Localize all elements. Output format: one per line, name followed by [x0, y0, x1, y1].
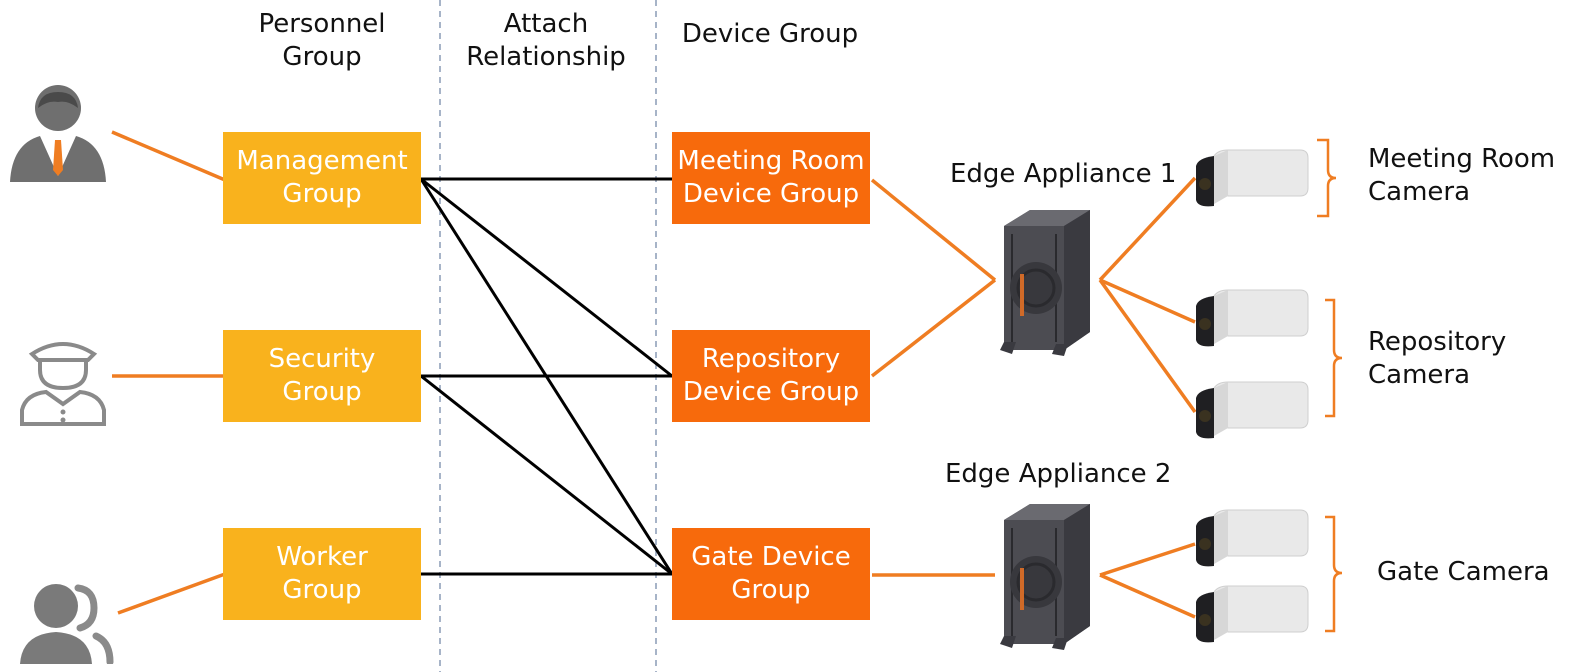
header-device-group: Device Group [681, 19, 859, 49]
header-personnel-group: Personnel Group [258, 9, 386, 72]
person-link-line [117, 572, 226, 615]
camera-icon [1196, 585, 1309, 643]
camera-bracket [1325, 298, 1343, 418]
camera-bracket [1317, 138, 1337, 218]
security-group-box[interactable]: Security Group [223, 330, 421, 422]
workers-icon [20, 584, 114, 664]
camera-icon [1196, 381, 1309, 439]
edge-appliance-2-label: Edge Appliance 2 [945, 459, 1172, 489]
security-guard-icon [20, 342, 106, 426]
person-link-line [111, 130, 226, 182]
appliance-link-line [870, 278, 997, 378]
attach-line [420, 177, 673, 378]
manager-icon [10, 85, 106, 182]
meeting-room-camera-label: Meeting Room Camera [1368, 144, 1556, 207]
worker-group-box[interactable]: Worker Group [223, 528, 421, 620]
appliance-link-line [870, 178, 997, 282]
camera-link-line [1098, 278, 1197, 414]
camera-icon [1196, 289, 1309, 347]
camera-link-line [1099, 573, 1196, 619]
camera-bracket [1325, 515, 1343, 633]
attach-line [420, 374, 673, 576]
meeting-room-device-group-box[interactable]: Meeting Room Device Group [672, 132, 870, 224]
camera-icon [1196, 149, 1309, 207]
camera-icon [1196, 509, 1309, 567]
gate-camera-label: Gate Camera [1377, 557, 1550, 587]
edge-appliance-1-label: Edge Appliance 1 [950, 159, 1177, 189]
camera-link-line [1099, 278, 1196, 324]
repository-camera-label: Repository Camera [1368, 327, 1507, 390]
edge-appliance-icon [1000, 210, 1090, 356]
header-attach-relationship: Attach Relationship [466, 9, 626, 72]
management-group-box[interactable]: Management Group [223, 132, 421, 224]
gate-device-group-box[interactable]: Gate Device Group [672, 528, 870, 620]
camera-link-line [1099, 542, 1196, 577]
repository-device-group-box[interactable]: Repository Device Group [672, 330, 870, 422]
edge-appliance-icon [1000, 504, 1090, 650]
camera-link-line [1098, 176, 1197, 282]
